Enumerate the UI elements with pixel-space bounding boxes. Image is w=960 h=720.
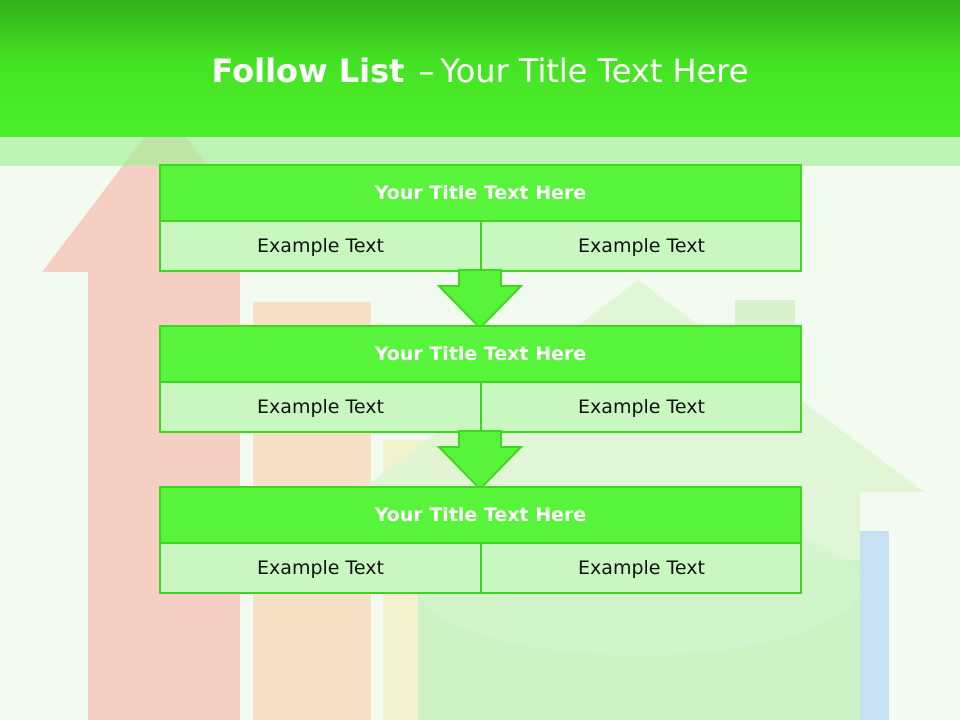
flow-block-title: Your Title Text Here <box>161 166 800 222</box>
flow-block-left-cell: Example Text <box>161 383 482 431</box>
flow-block-left-cell: Example Text <box>161 544 482 592</box>
title-rest-text: Your Title Text Here <box>440 52 749 90</box>
flow-block-left-cell: Example Text <box>161 222 482 270</box>
title-dash: – <box>418 52 435 90</box>
title-bold-text: Follow List <box>211 52 405 90</box>
down-arrow-icon <box>437 430 523 491</box>
blue-bar-shape <box>860 531 889 720</box>
flow-block-1: Your Title Text Here Example Text Exampl… <box>159 164 802 272</box>
title-bar: Follow List–Your Title Text Here <box>0 0 960 137</box>
flow-block-title: Your Title Text Here <box>161 488 800 544</box>
flow-block-right-cell: Example Text <box>578 557 705 579</box>
down-arrow-icon <box>437 269 523 330</box>
flow-block-right-cell: Example Text <box>578 235 705 257</box>
flow-block-2: Your Title Text Here Example Text Exampl… <box>159 325 802 433</box>
flow-block-3: Your Title Text Here Example Text Exampl… <box>159 486 802 594</box>
header-band <box>0 137 960 166</box>
slide-title: Follow List–Your Title Text Here <box>0 52 960 90</box>
flow-block-right-cell: Example Text <box>578 396 705 418</box>
flow-block-title: Your Title Text Here <box>161 327 800 383</box>
